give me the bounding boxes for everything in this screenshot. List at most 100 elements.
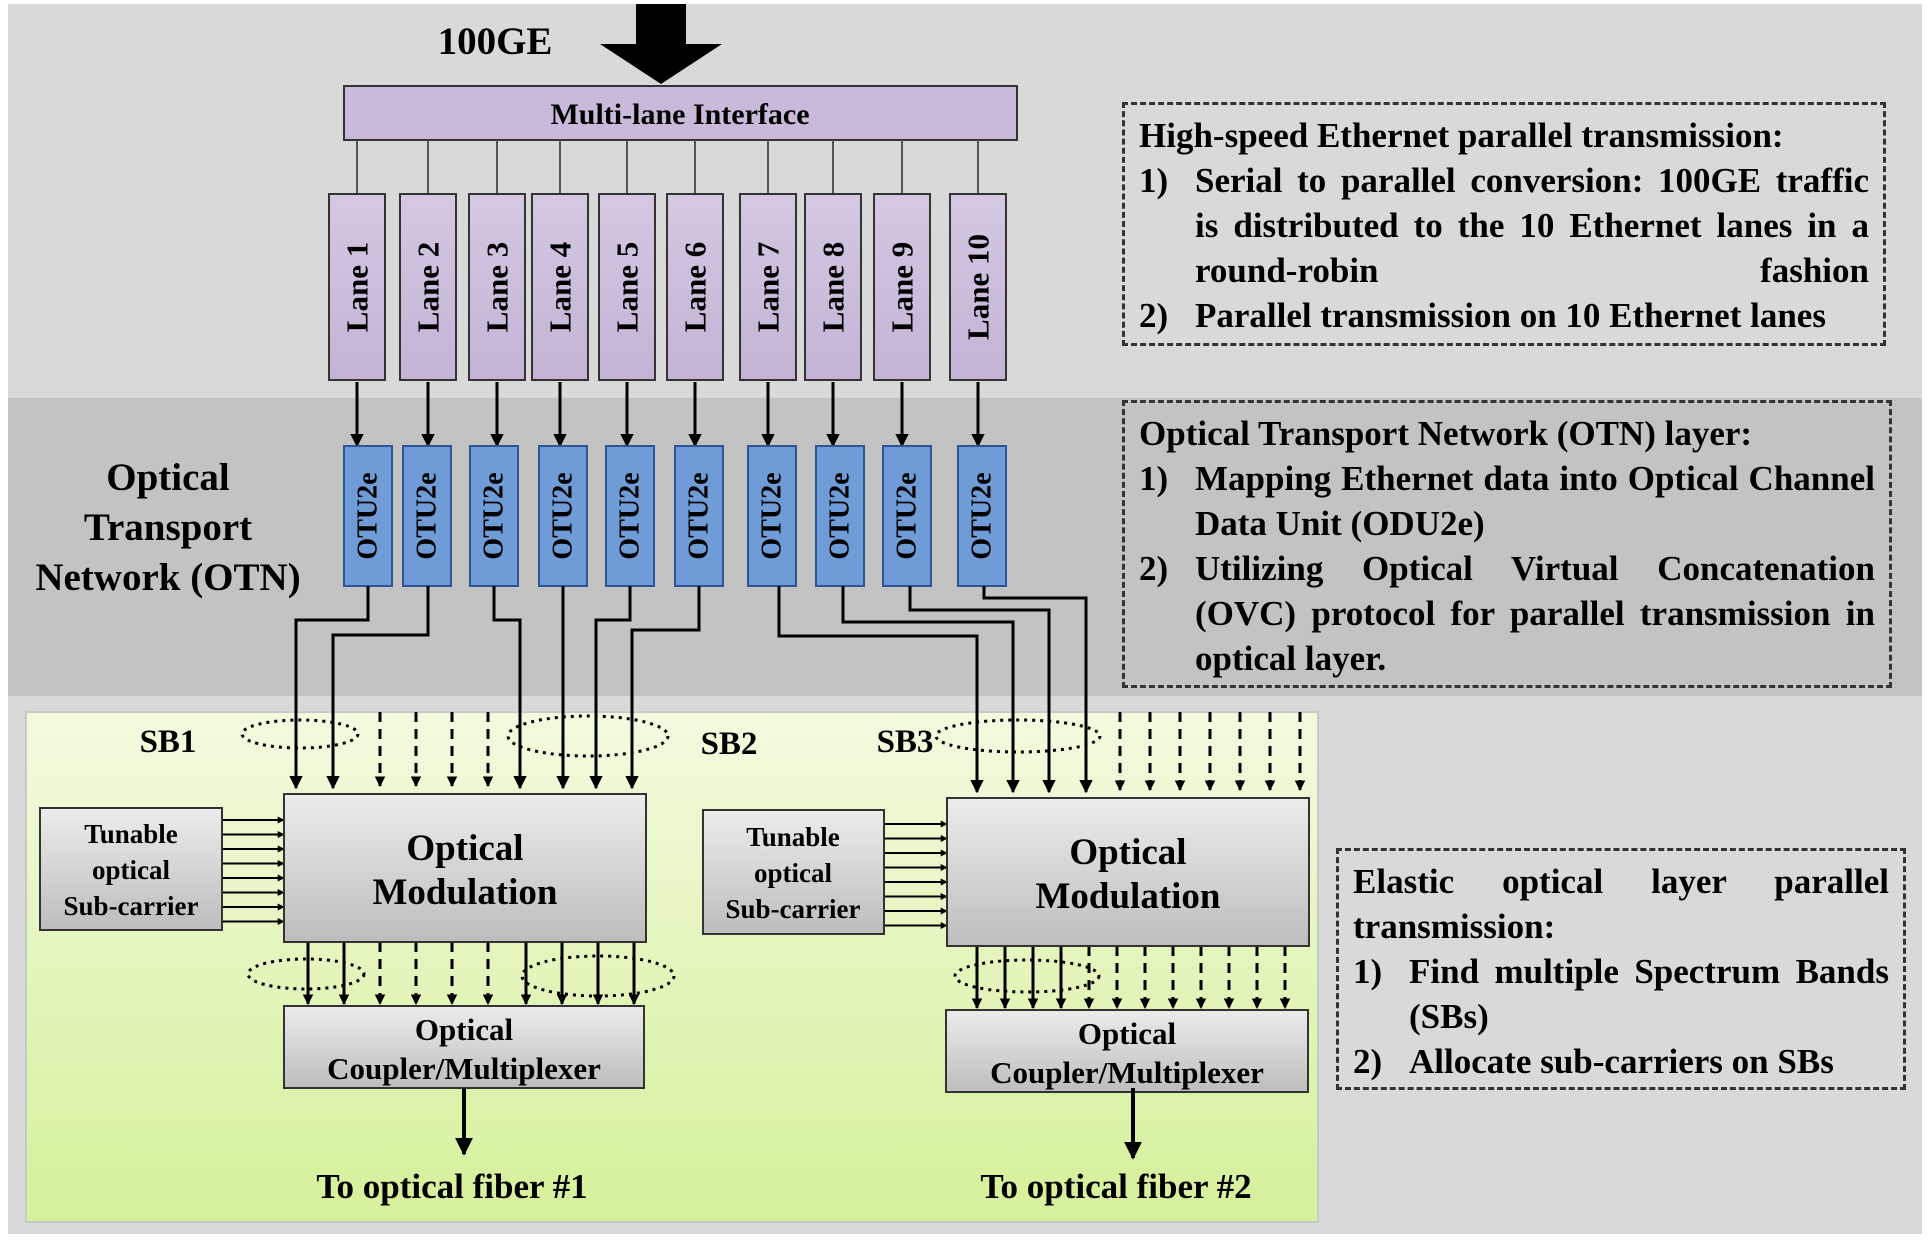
elastic-layer-group [222,712,1306,1010]
item-text: Serial to parallel conversion: 100GE tra… [1195,161,1869,290]
otu2e-label: OTU2e [412,472,443,559]
sb1-label: SB1 [140,724,197,760]
spectrum-band-ellipse [934,718,1102,754]
item-text: Utilizing Optical Virtual Concatenation … [1195,549,1875,678]
lane-box [598,193,656,381]
spectrum-band-ellipse [506,714,670,758]
elastic-annotation-box: Elastic optical layer parallel transmiss… [1336,848,1906,1090]
ethernet-annotation-item: 1) Serial to parallel conversion: 100GE … [1139,158,1869,293]
subcarrier-box-1 [39,807,223,931]
otn-title-line-2: Transport [84,506,252,549]
fiber-2-label: To optical fiber #2 [980,1167,1251,1206]
otn-annotation-box: Optical Transport Network (OTN) layer: 1… [1122,400,1892,688]
optical-modulation-box-1 [283,793,647,943]
ethernet-annotation-title: High-speed Ethernet parallel transmissio… [1139,116,1784,155]
modulation-1-line-1: Optical [406,828,523,869]
otu2e-label: OTU2e [548,472,579,559]
otu2e-box [343,445,393,587]
coupler-2-line-1: Optical [1078,1016,1177,1051]
otu2e-label: OTU2e [615,472,646,559]
modulation-1-line-2: Modulation [372,872,557,913]
otu-to-modulation-connector [777,586,984,794]
fiber-1-label: To optical fiber #1 [316,1167,587,1206]
coupler-2-line-2: Coupler/Multiplexer [990,1055,1264,1090]
otu2e-label: OTU2e [967,472,998,559]
coupler-box-1 [283,1005,645,1089]
otu-to-modulation-connector [326,586,430,790]
lane-box [949,193,1007,381]
item-text: Parallel transmission on 10 Ethernet lan… [1195,296,1826,335]
item-text: Find multiple Spectrum Bands (SBs) [1409,952,1889,1036]
item-number: 2) [1139,296,1169,335]
subcarrier-2-line-1: Tunable [746,822,840,852]
lane-box [468,193,526,381]
otn-title-line-3: Network (OTN) [35,556,300,599]
lane-label: Lane 10 [961,234,996,340]
otn-annotation-item: 2) Utilizing Optical Virtual Concatenati… [1139,546,1875,681]
lane-label: Lane 3 [480,242,515,332]
lane-group: Lane 1 Lane 2 Lane 3 Lane 4 Lane 5 Lane 6 Lane… [328,140,1007,448]
input-label-100ge: 100GE [438,20,553,63]
otu-to-modulation-connector [289,586,370,790]
otu-to-modulation-connector [908,586,1056,794]
otu-to-modulation-connector [982,586,1093,794]
elastic-annotation-title: Elastic optical layer parallel transmiss… [1353,862,1889,946]
subcarrier-1-line-2: optical [92,855,170,885]
lane-box [531,193,589,381]
otn-title-line-1: Optical [106,456,230,499]
spectrum-band-ellipse [240,718,360,750]
item-text: Allocate sub-carriers on SBs [1409,1042,1834,1081]
lane-box [328,193,386,381]
spectrum-band-ellipse [953,958,1101,994]
otu2e-label: OTU2e [892,472,923,559]
item-number: 1) [1139,161,1169,200]
otu2e-label: OTU2e [684,472,715,559]
lane-label: Lane 8 [816,242,851,332]
lane-label: Lane 1 [340,242,375,332]
otu2e-box [882,445,932,587]
subcarrier-2-line-3: Sub-carrier [726,894,861,924]
lane-label: Lane 4 [543,242,578,332]
optical-modulation-box-2 [946,797,1310,947]
otu-to-modulation-connector [841,586,1020,794]
otu-group: OTU2e OTU2e OTU2e OTU2e OTU2e OTU2e OTU2e OTU2e… [343,445,1007,587]
modulation-2-line-2: Modulation [1035,876,1220,917]
subcarrier-2-line-2: optical [754,858,832,888]
input-arrow-icon [600,4,722,84]
lane-label: Lane 7 [751,242,786,332]
item-number: 2) [1139,549,1169,588]
lane-label: Lane 9 [885,242,920,332]
lane-label: Lane 5 [610,242,645,332]
item-number: 2) [1353,1042,1383,1081]
subcarrier-1-line-3: Sub-carrier [64,891,199,921]
lane-label: Lane 2 [411,242,446,332]
otu-to-modulation-connector [625,586,701,790]
modulation-2-line-1: Optical [1069,832,1186,873]
lane-box [873,193,931,381]
ethernet-annotation-box: High-speed Ethernet parallel transmissio… [1122,102,1886,346]
elastic-green-panel [25,711,1319,1223]
subcarrier-box-2 [702,809,885,935]
multi-lane-interface-label: Multi-lane Interface [550,98,809,131]
otu2e-box [674,445,724,587]
connector-group [289,586,1093,794]
lane-label: Lane 6 [678,242,713,332]
otu2e-label: OTU2e [353,472,384,559]
elastic-annotation-item: 1) Find multiple Spectrum Bands (SBs) [1353,949,1889,1039]
coupler-1-line-1: Optical [415,1012,514,1047]
lane-box [666,193,724,381]
multi-lane-interface-box [343,85,1018,141]
otu2e-box [747,445,797,587]
otn-annotation-item: 1) Mapping Ethernet data into Optical Ch… [1139,456,1875,546]
otn-annotation-title: Optical Transport Network (OTN) layer: [1139,414,1753,453]
subcarrier-1-line-1: Tunable [84,819,178,849]
lane-box [739,193,797,381]
elastic-annotation-item: 2) Allocate sub-carriers on SBs [1353,1039,1889,1084]
lane-box [804,193,862,381]
coupler-1-line-2: Coupler/Multiplexer [327,1051,601,1086]
sb2-label: SB2 [701,726,758,762]
otu2e-box [538,445,588,587]
otu2e-box [957,445,1007,587]
otu2e-label: OTU2e [757,472,788,559]
